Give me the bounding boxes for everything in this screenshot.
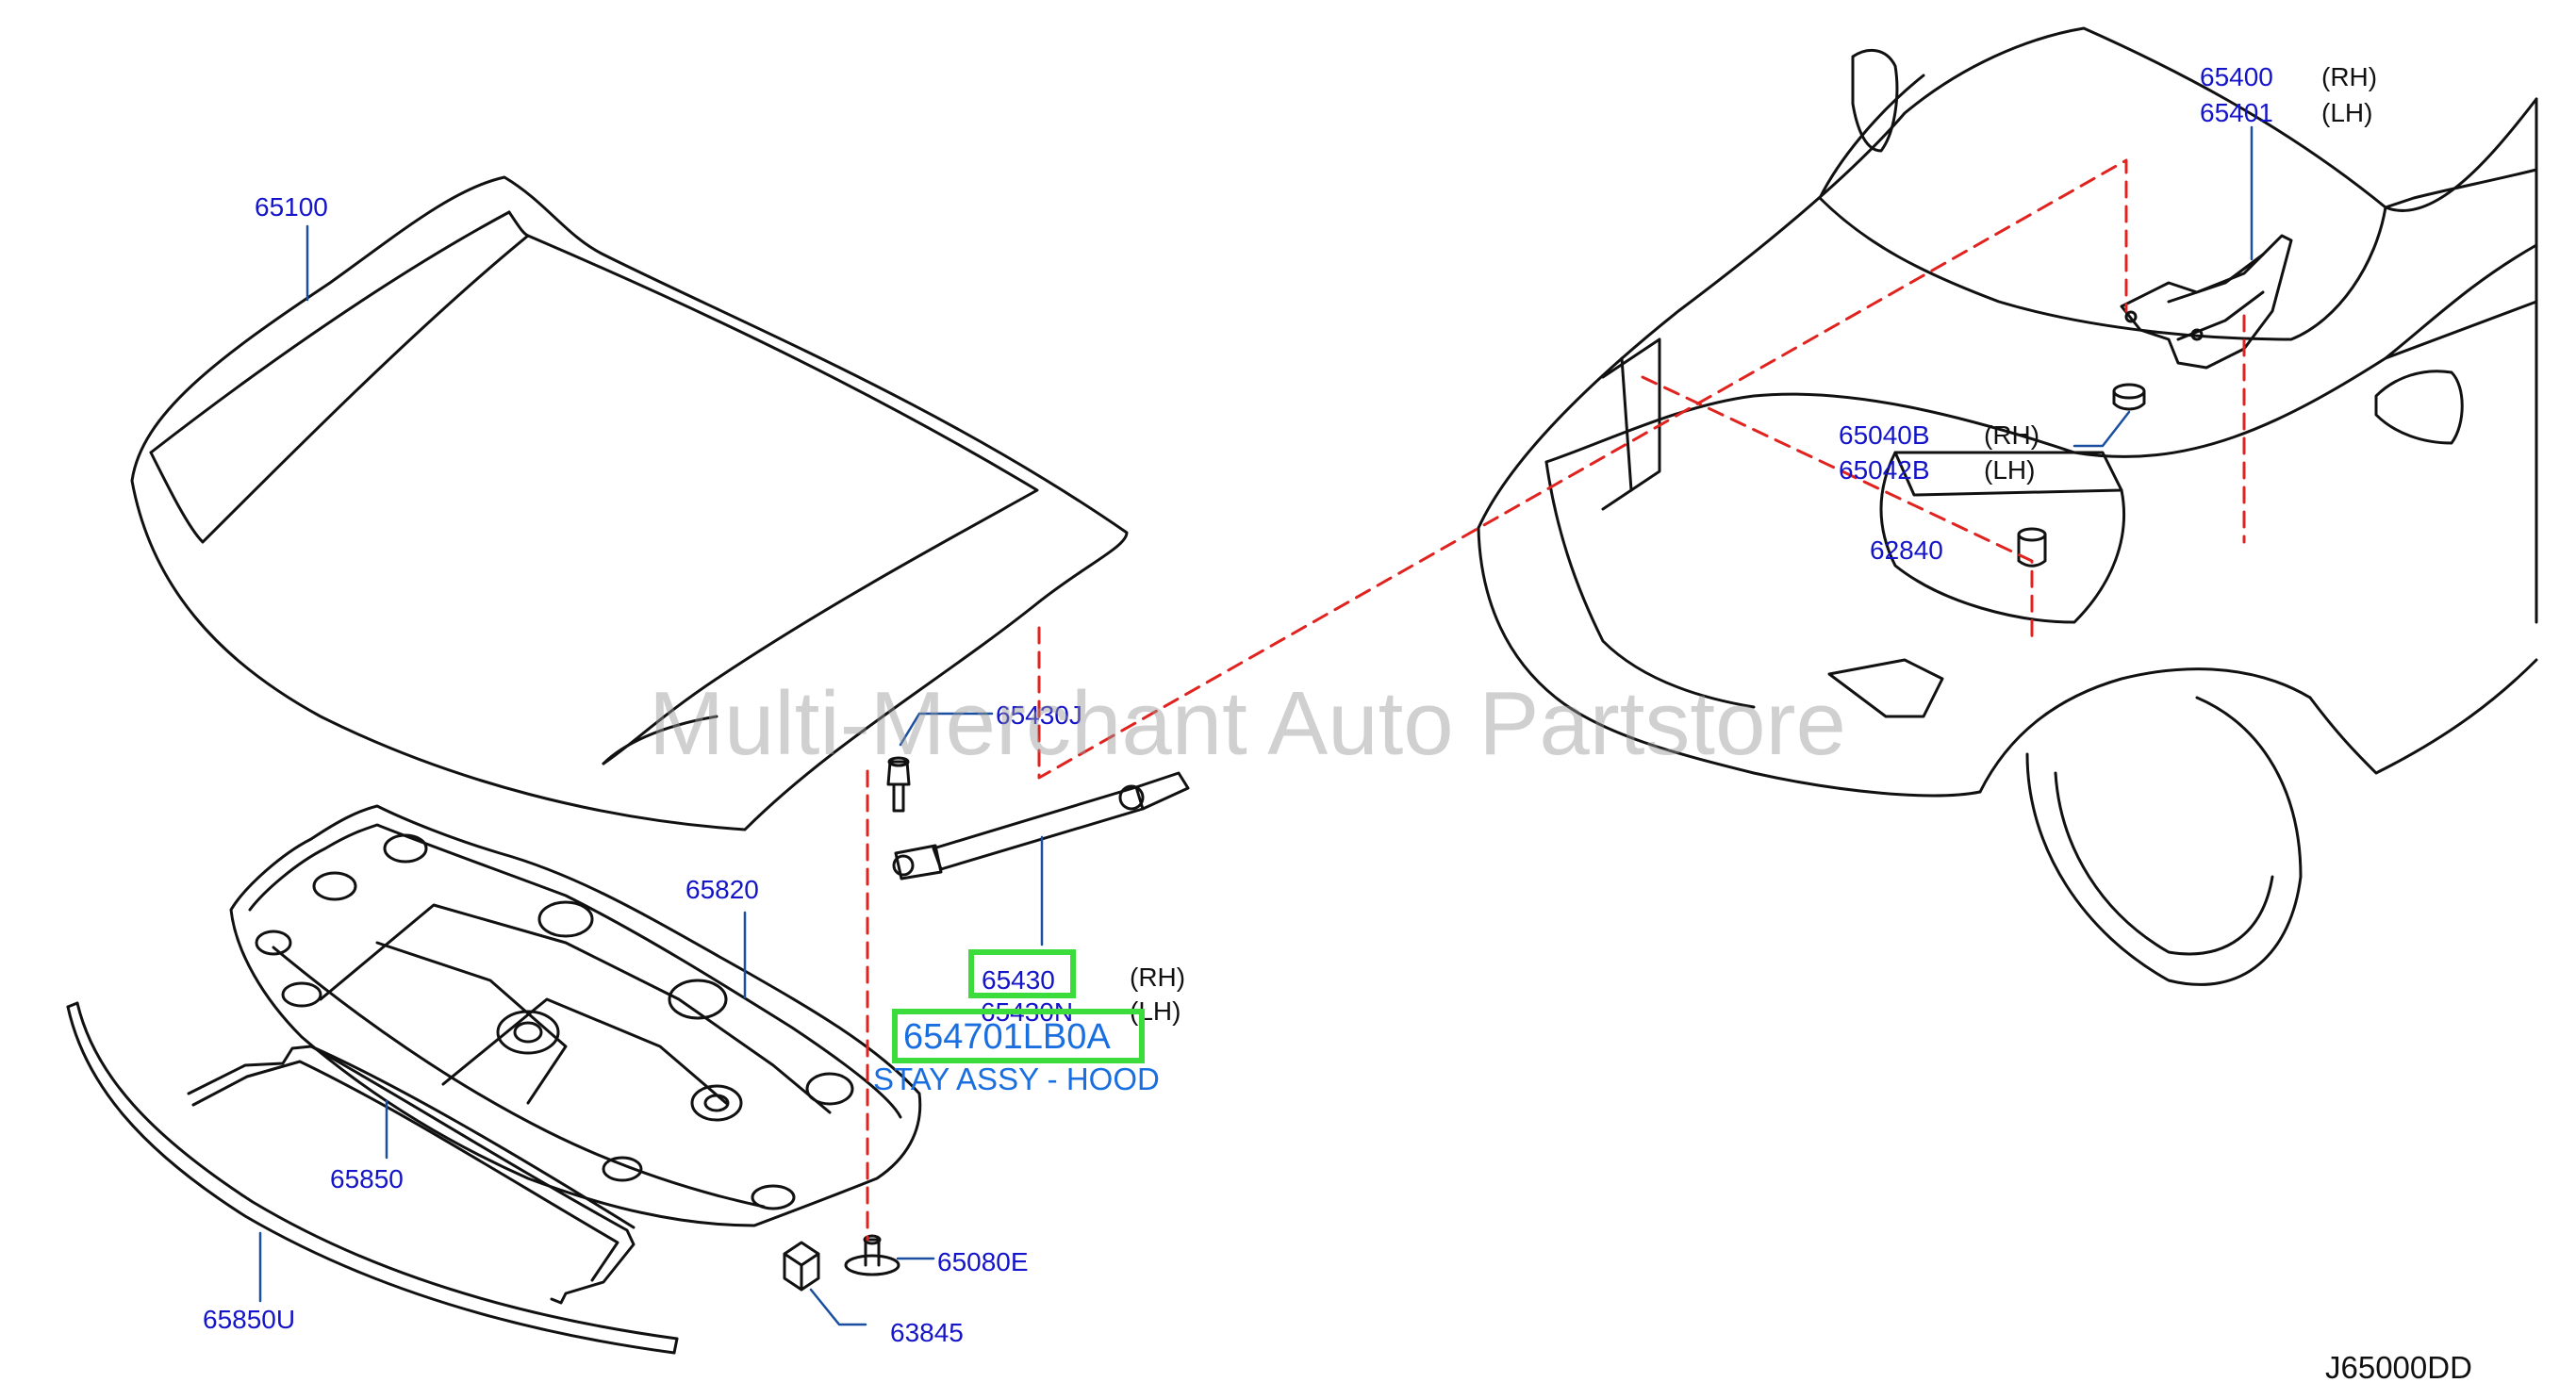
label-62840: 62840 bbox=[1870, 535, 1943, 565]
label-65400: 65400 bbox=[2200, 62, 2273, 91]
label-65040b: 65040B bbox=[1839, 420, 1930, 450]
clip-65080e bbox=[844, 1234, 900, 1276]
diagram-code: J65000DD bbox=[2325, 1350, 2472, 1385]
highlighted-part-description: STAY ASSY - HOOD bbox=[873, 1062, 1160, 1096]
label-65430j: 65430J bbox=[996, 700, 1082, 730]
label-65430: 65430 bbox=[982, 965, 1055, 995]
side-tag-65401-lh: (LH) bbox=[2321, 98, 2373, 127]
side-tag-65430-rh: (RH) bbox=[1130, 963, 1186, 992]
hinge-nut bbox=[2112, 383, 2146, 411]
side-tag-65042b-lh: (LH) bbox=[1984, 455, 2036, 485]
highlight-box-65430 bbox=[968, 949, 1076, 998]
hood-bumper-rubber bbox=[2017, 527, 2047, 568]
highlight-box-part-number bbox=[892, 1009, 1145, 1063]
hood-stay bbox=[892, 771, 1190, 881]
hood-seal-65850 bbox=[187, 1045, 636, 1305]
side-tag-65040b-rh: (RH) bbox=[1984, 420, 2040, 450]
leader-lines bbox=[258, 125, 2254, 1326]
hood-panel bbox=[130, 175, 1129, 831]
alignment-dashes bbox=[866, 158, 2246, 1242]
label-65401: 65401 bbox=[2200, 98, 2273, 127]
label-65080e: 65080E bbox=[937, 1247, 1029, 1276]
hood-hinge bbox=[2120, 234, 2293, 370]
label-65850u: 65850U bbox=[203, 1305, 296, 1334]
label-65042b: 65042B bbox=[1839, 455, 1930, 485]
highlighted-part-number[interactable]: 654701LB0A bbox=[903, 1017, 1111, 1057]
side-tag-65400-rh: (RH) bbox=[2321, 62, 2378, 91]
hood-seal-65850u bbox=[66, 1001, 679, 1355]
label-65100: 65100 bbox=[255, 192, 328, 222]
watermark: Multi-Merchant Auto Partstore bbox=[649, 673, 1846, 774]
label-65820: 65820 bbox=[685, 875, 759, 904]
ball-stud bbox=[886, 756, 911, 813]
bumper-63845 bbox=[783, 1241, 820, 1292]
vehicle-body bbox=[1477, 26, 2538, 986]
label-63845: 63845 bbox=[890, 1318, 964, 1347]
hood-insulator bbox=[229, 804, 922, 1227]
label-65850: 65850 bbox=[330, 1164, 404, 1193]
